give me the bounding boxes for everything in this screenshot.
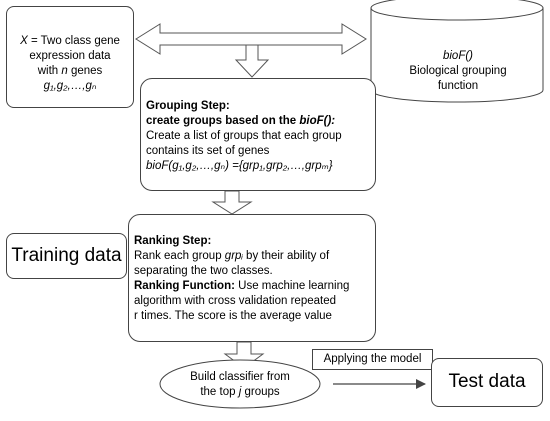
down-arrow-to-ranking <box>211 190 253 215</box>
database-cylinder <box>370 0 544 103</box>
test-data-label: Test data <box>448 371 526 392</box>
ranking-step-text: Ranking Step: Rank each group grpᵢ by th… <box>134 234 376 324</box>
biof-line1: Biological grouping <box>409 65 507 77</box>
input-line1: = Two class gene <box>27 35 120 47</box>
input-line3-post: genes <box>67 65 103 77</box>
classifier-ellipse <box>159 359 321 409</box>
j-var: j <box>238 386 242 398</box>
biof-title: bioF() <box>442 50 474 62</box>
grp-i-var: grpᵢ <box>224 250 243 262</box>
ranking-line2: separating the two classes. <box>134 265 273 277</box>
double-arrow <box>135 23 367 55</box>
test-data-box <box>431 358 543 407</box>
x-var: X <box>20 35 28 47</box>
ranking-fn-line3: r times. The score is the average value <box>134 310 332 322</box>
input-line2: expression data <box>29 50 111 62</box>
biof-line2: function <box>437 80 479 92</box>
grouping-subheading: create groups based on the <box>146 115 300 127</box>
grouping-line2: contains its set of genes <box>146 145 270 157</box>
apply-model-label: Applying the model <box>323 353 422 365</box>
training-data-label: Training data <box>11 245 122 266</box>
ranking-fn-heading: Ranking Function: <box>134 280 235 292</box>
input-data-text: X = Two class gene expression data with … <box>10 34 130 94</box>
input-data-box <box>6 6 134 108</box>
ranking-fn-line1: Use machine learning <box>234 280 350 292</box>
input-line3-pre: with <box>37 65 62 77</box>
grouping-heading: Grouping Step: <box>146 100 230 112</box>
ranking-line1-post: by their ability of <box>242 250 330 262</box>
grouping-step-text: Grouping Step: create groups based on th… <box>146 99 378 174</box>
ranking-line1-pre: Rank each group <box>134 250 225 262</box>
bio-function-text: bioF() Biological grouping function <box>378 49 538 94</box>
classifier-line2-post: groups <box>241 386 280 398</box>
classifier-line2-pre: the top <box>200 386 239 398</box>
grouping-step-box <box>140 78 376 191</box>
ranking-fn-line2: algorithm with cross validation repeated <box>134 295 336 307</box>
gene-list: g₁,g₂,…,gₙ <box>43 80 97 92</box>
down-arrow-to-grouping <box>234 44 270 78</box>
ranking-step-box <box>128 214 376 342</box>
training-data-box <box>6 233 127 279</box>
grouping-subheading-fn: bioF(): <box>299 115 336 127</box>
grouping-formula: bioF(g₁,g₂,…,gₙ) ={grp₁,grp₂,…,grpₘ} <box>146 160 333 172</box>
classifier-text: Build classifier from the top j groups <box>170 370 310 400</box>
classifier-line1: Build classifier from <box>190 371 290 383</box>
grouping-line1: Create a list of groups that each group <box>146 130 342 142</box>
ranking-heading: Ranking Step: <box>134 235 212 247</box>
n-var: n <box>61 65 68 77</box>
